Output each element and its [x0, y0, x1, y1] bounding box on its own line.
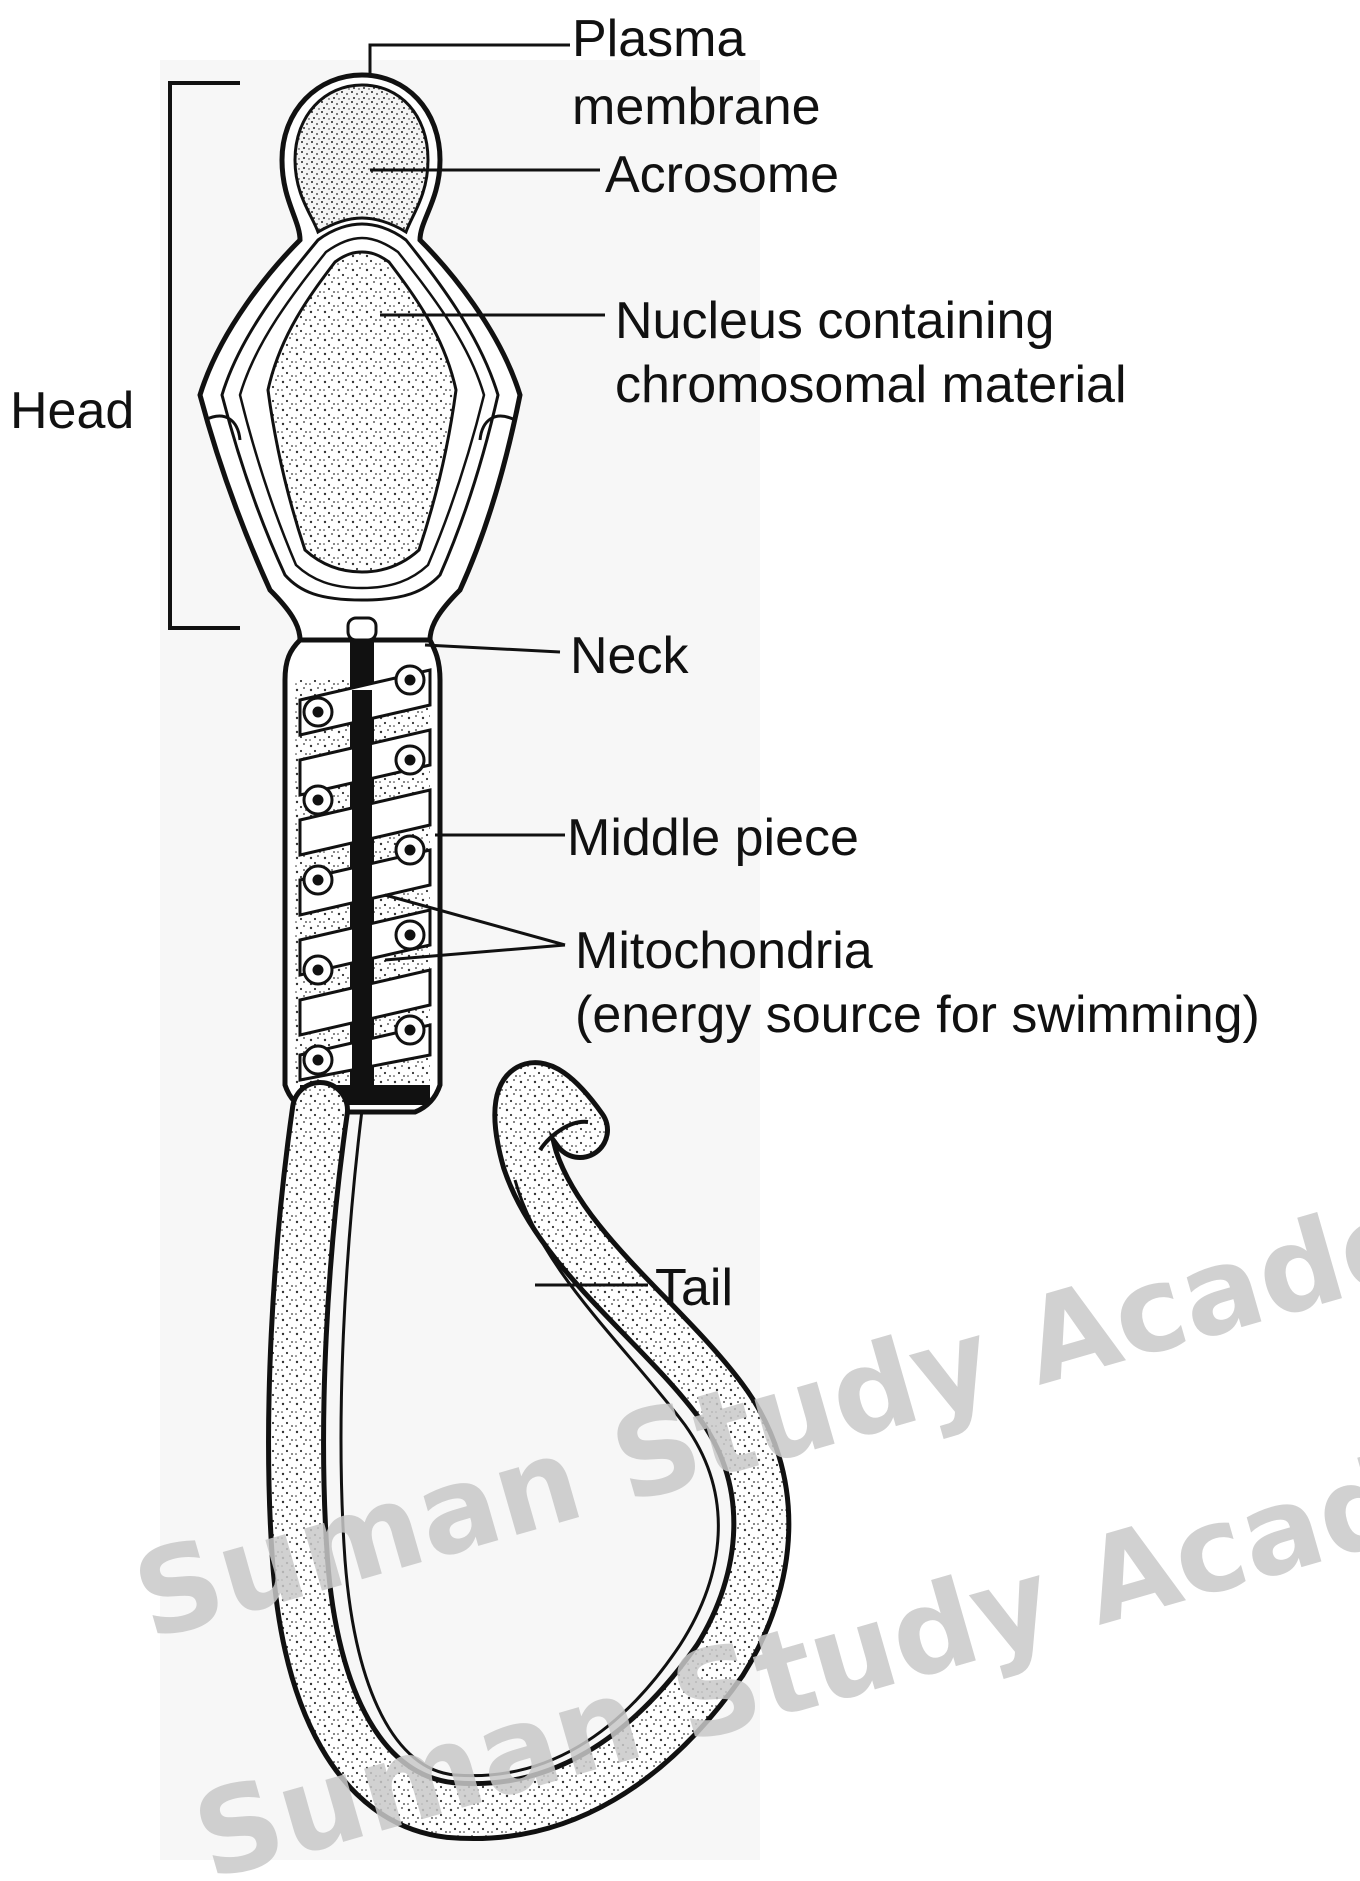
label-neck: Neck	[570, 627, 689, 685]
centriole	[348, 618, 376, 640]
label-mitochondria-line-1: Mitochondria	[575, 922, 873, 980]
label-plasma-membrane-line-1: Plasma	[572, 10, 745, 68]
acrosome-cap	[295, 85, 428, 232]
label-plasma-membrane-line-2: membrane	[572, 78, 821, 136]
sperm-midpiece	[285, 618, 440, 1112]
label-nucleus-line-1: Nucleus containing	[615, 292, 1054, 350]
label-head: Head	[10, 382, 134, 440]
label-tail: Tail	[655, 1259, 733, 1317]
label-acrosome: Acrosome	[605, 146, 839, 204]
label-mitochondria-line-2: (energy source for swimming)	[575, 986, 1260, 1044]
label-nucleus-line-2: chromosomal material	[615, 356, 1127, 414]
axial-filament-front	[352, 690, 372, 1090]
label-middle-piece: Middle piece	[567, 809, 859, 867]
